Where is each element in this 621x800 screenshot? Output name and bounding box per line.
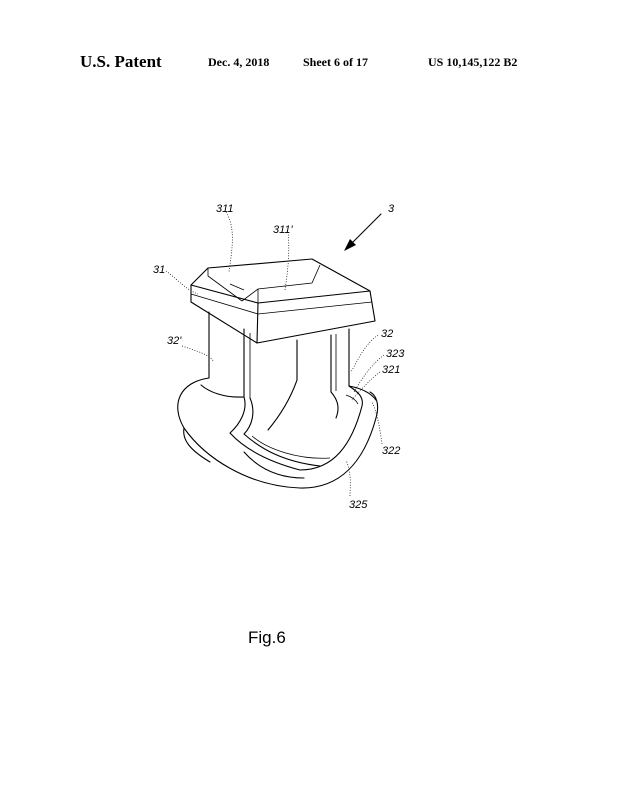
ref-325: 325 <box>349 499 368 511</box>
ref-32-prime: 32' <box>167 335 182 347</box>
ref-322: 322 <box>382 445 400 457</box>
figure-label: Fig.6 <box>248 628 286 647</box>
ref-31: 31 <box>153 264 165 276</box>
ref-321: 321 <box>382 364 400 376</box>
ref-323: 323 <box>386 348 405 360</box>
sheet-number: Sheet 6 of 17 <box>303 55 368 69</box>
patent-number: US 10,145,122 B2 <box>428 55 518 69</box>
patent-label: U.S. Patent <box>80 52 162 71</box>
ref-311: 311 <box>216 203 234 215</box>
leader-lines <box>165 211 385 497</box>
ring-body <box>177 377 379 489</box>
arrow-3 <box>344 213 382 251</box>
issue-date: Dec. 4, 2018 <box>208 55 270 69</box>
ref-3: 3 <box>388 203 395 215</box>
legs-32 <box>208 311 350 398</box>
head-31 <box>190 258 376 344</box>
ref-311-prime: 311' <box>273 224 294 236</box>
ref-32: 32 <box>381 328 393 340</box>
